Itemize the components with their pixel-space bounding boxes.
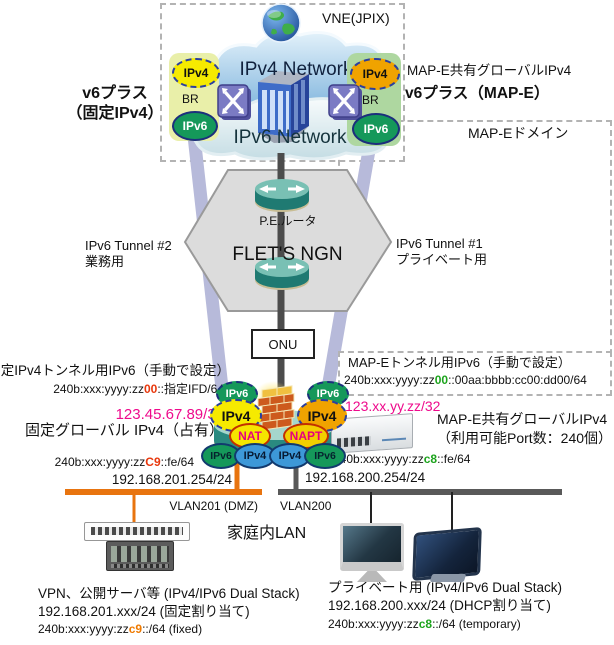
dmz-hosts-ipv6: 240b:xxx:yyyy:zzc9::/64 (fixed): [38, 622, 202, 637]
br-left-ipv4-badge: IPv4: [172, 58, 220, 88]
monitor-base: [429, 574, 467, 582]
addr-suffix: ::指定IFD/64: [157, 382, 224, 396]
service-right-line1: MAP-E共有グローバルIPv4: [407, 63, 572, 78]
server-vents: [111, 564, 169, 568]
tunnel2-line2: 業務用: [85, 254, 125, 270]
br-left-label: BR: [182, 92, 199, 106]
pe-router-label: P.E.ルータ: [259, 214, 317, 228]
flets-ngn-hexagon: [183, 169, 393, 312]
addr-suffix: ::00aa:bbbb:cc00:dd00/64: [448, 373, 587, 387]
service-left-line2: （固定IPv4）: [66, 105, 164, 122]
addr-highlight: C9: [145, 455, 161, 469]
addr-suffix: ::/64 (temporary): [432, 617, 521, 631]
addr-prefix: 240b:xxx:yyyy:zz: [53, 382, 144, 396]
monitor-screen: [412, 526, 482, 582]
addr-suffix: ::fe/64: [160, 455, 194, 469]
lan-gateway-ipv4: 192.168.200.254/24: [305, 470, 426, 485]
mape-tunnel-box: MAP-Eトンネル用IPv6（手動で設定） 240b:xxx:yyyy:zz00…: [338, 351, 612, 396]
addr-highlight: 00: [143, 382, 158, 396]
switch-left-icon: [217, 84, 251, 120]
addr-prefix: 240b:xxx:yyyy:zz: [328, 617, 419, 631]
tunnel2-label: IPv6 Tunnel #2 業務用: [85, 238, 172, 271]
server-slots: [111, 546, 169, 562]
addr-prefix: 240b:xxx:yyyy:zz: [54, 455, 146, 469]
private-hosts-ipv4: 192.168.200.xxx/24 (DHCP割り当て): [328, 598, 551, 613]
pe-router-icon: [255, 179, 309, 212]
flets-ngn-label: FLET'S NGN: [232, 244, 343, 265]
ipv6-network-label: IPv6 Network: [233, 127, 347, 148]
datacenter-building-icon: [258, 71, 309, 143]
switch-right-icon: [328, 84, 362, 120]
dmz-switch-icon: [84, 522, 190, 541]
vlan201-label: VLAN201 (DMZ): [169, 499, 258, 513]
addr-prefix: 240b:xxx:yyyy:zz: [344, 373, 435, 387]
mape-tunnel-title: MAP-Eトンネル用IPv6（手動で設定）: [348, 355, 571, 370]
vlan200-label: VLAN200: [280, 499, 332, 513]
addr-suffix: ::/64 (fixed): [142, 622, 203, 636]
switch-ports: [91, 527, 183, 535]
br-right-ipv6-badge: IPv6: [352, 113, 400, 145]
fixed-global-ipv4-label: 固定グローバル IPv4（占有）: [24, 422, 224, 439]
internet-globe-icon: [261, 3, 301, 43]
fixed-global-ipv4: 123.45.67.89/32: [115, 406, 224, 423]
addr-suffix: ::fe/64: [437, 452, 471, 466]
addr-highlight: 00: [434, 373, 449, 387]
fixed-tunnel-title: 固定IPv4トンネル用IPv6（手動で設定）: [0, 363, 230, 378]
addr-prefix: 240b:xxx:yyyy:zz: [333, 452, 424, 466]
imac-icon: [340, 523, 406, 583]
tunnel1-line2: プライベート用: [396, 252, 488, 268]
onu-box: ONU: [251, 329, 315, 359]
br-right-label: BR: [362, 93, 379, 107]
imac-screen: [340, 523, 404, 571]
mape-tunnel-address: 240b:xxx:yyyy:zz00::00aa:bbbb:cc00:dd00/…: [344, 373, 587, 388]
service-left-line1: v6プラス: [82, 85, 148, 102]
mape-domain-label: MAP-Eドメイン: [468, 125, 569, 141]
service-left-label: v6プラス （固定IPv4）: [62, 84, 168, 124]
lan-right-ipv6-badge: IPv6: [304, 443, 346, 469]
dmz-hosts-title: VPN、公開サーバ等 (IPv4/IPv6 Dual Stack): [38, 586, 300, 601]
appliance-stripe: [382, 437, 406, 442]
br-right-ipv4-badge: IPv4: [350, 58, 400, 90]
addr-highlight: c9: [128, 622, 143, 636]
home-lan-label: 家庭内LAN: [227, 525, 307, 542]
vne-label: VNE(JPIX): [322, 10, 390, 26]
addr-highlight: c8: [423, 452, 438, 466]
tunnel1-line1: IPv6 Tunnel #1: [396, 236, 483, 251]
lan-gateway-ipv6: 240b:xxx:yyyy:zzc8::fe/64: [333, 452, 470, 467]
tunnel1-label: IPv6 Tunnel #1 プライベート用: [396, 236, 487, 269]
dmz-gateway-ipv4: 192.168.201.254/24: [111, 472, 232, 487]
imac-stand: [357, 571, 387, 582]
mape-global-label2: （利用可能Port数：240個）: [437, 430, 613, 446]
dmz-hosts-ipv4: 192.168.201.xxx/24 (固定割り当て): [38, 604, 250, 619]
ngn-edge-router-icon: [255, 257, 309, 290]
br-left-ipv6-badge: IPv6: [172, 111, 218, 141]
private-hosts-ipv6: 240b:xxx:yyyy:zzc8::/64 (temporary): [328, 617, 521, 632]
private-hosts-title: プライベート用 (IPv4/IPv6 Dual Stack): [328, 580, 563, 595]
desktop-monitor-icon: [412, 526, 489, 584]
tunnel2-line1: IPv6 Tunnel #2: [85, 238, 172, 253]
dmz-server-icon: [106, 541, 174, 571]
appliance-ports: [337, 436, 371, 448]
dmz-gateway-ipv6: 240b:xxx:yyyy:zzC9::fe/64: [55, 455, 194, 470]
mape-global-label1: MAP-E共有グローバルIPv4: [437, 411, 608, 427]
mape-global-ipv4: 123.xx.yy.zz/32: [345, 398, 441, 414]
addr-highlight: c8: [418, 617, 433, 631]
addr-prefix: 240b:xxx:yyyy:zz: [38, 622, 129, 636]
service-right-line2: v6プラス（MAP-E）: [405, 85, 550, 102]
ipv4-network-label: IPv4 Network: [239, 59, 353, 80]
fixed-tunnel-address: 240b:xxx:yyyy:zz00::指定IFD/64: [53, 382, 224, 397]
